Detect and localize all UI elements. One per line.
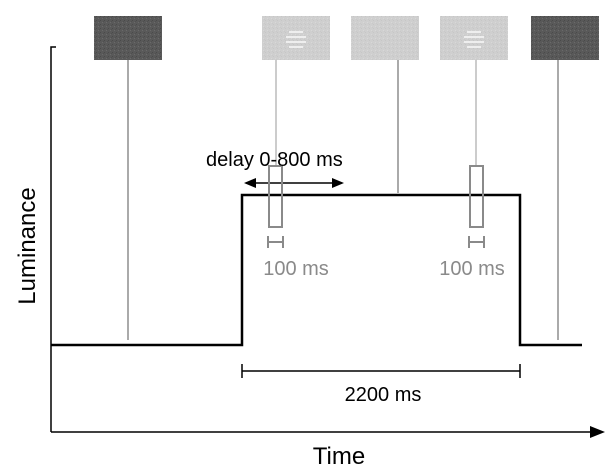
y-axis [50, 46, 56, 432]
luminance-signal [51, 193, 582, 347]
probe-bracket-1 [267, 236, 284, 248]
duration-bracket [241, 364, 521, 378]
stimulus-dark-screen-1 [94, 16, 162, 60]
probe-bracket-2 [468, 236, 485, 248]
probe-window-1 [268, 165, 283, 228]
y-axis-label: Luminance [14, 187, 41, 304]
stimulus-probe-grating-2 [440, 16, 508, 60]
grating-icon [464, 31, 484, 48]
x-axis-arrowhead [590, 426, 605, 438]
probe-duration-label-1: 100 ms [263, 258, 329, 280]
probe-duration-label-2: 100 ms [439, 258, 505, 280]
stimulus-dark-screen-2 [531, 16, 599, 60]
x-axis-label: Time [313, 443, 365, 467]
delay-label: delay 0-800 ms [206, 149, 343, 171]
stimulus-probe-grating-1 [262, 16, 330, 60]
probe-window-2 [469, 165, 484, 228]
grating-icon [286, 31, 306, 48]
total-duration-label: 2200 ms [345, 384, 422, 406]
stimulus-bright-screen [351, 16, 419, 60]
